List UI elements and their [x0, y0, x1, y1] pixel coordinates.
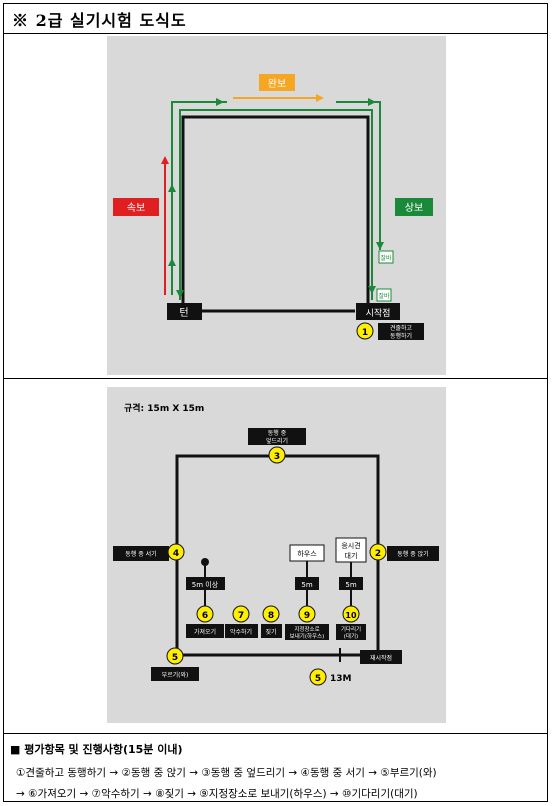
- divider-title: [3, 33, 548, 34]
- sangbo-box: [395, 198, 433, 216]
- step-5b-circle: [309, 668, 327, 686]
- step-1-number: 1: [362, 328, 368, 338]
- step-8-number: 8: [268, 611, 274, 621]
- step-3-number: 3: [274, 452, 280, 462]
- jalba-box-2: [376, 288, 392, 302]
- restart-label: 재시작점: [370, 654, 392, 662]
- label-9-1: 지정장소로: [294, 625, 319, 633]
- step-6-number: 6: [202, 611, 208, 621]
- turn-box: [167, 303, 202, 320]
- jalba-box-1: [378, 250, 394, 264]
- dist-5m-a-box: [295, 577, 319, 590]
- dist-13m: 13M: [330, 674, 352, 684]
- top-label-1: 동행 중: [268, 429, 287, 437]
- page-title: ※ 2급 실기시험 도식도: [12, 11, 187, 30]
- spec-label: 규격: 15m X 15m: [124, 402, 204, 414]
- restart-box: [360, 650, 402, 664]
- step-10-circle: [342, 605, 360, 623]
- step-5-circle: [166, 647, 184, 665]
- step-9-number: 9: [304, 611, 310, 621]
- top-label-box: [248, 428, 306, 445]
- label-10-box: [336, 624, 366, 640]
- sokbo-box: [113, 198, 159, 216]
- dist-5m-plus-box: [186, 577, 225, 590]
- step-1-box: [378, 323, 424, 340]
- left-label: 동행 중 서기: [125, 550, 156, 558]
- step-1-text-1: 견줄하고: [390, 324, 413, 332]
- house-label: 하우스: [297, 549, 317, 558]
- step-1-circle: [356, 322, 374, 340]
- step-4-number: 4: [173, 549, 179, 559]
- right-label-box: [387, 546, 439, 561]
- wait-label-1: 응시견: [341, 541, 360, 550]
- top-label-2: 엎드리기: [266, 437, 288, 445]
- step-6-circle: [196, 605, 214, 623]
- step-7-circle: [232, 605, 250, 623]
- step-2-circle: [369, 543, 387, 561]
- step-8-circle: [262, 605, 280, 623]
- call-label: 부르기(와): [162, 671, 189, 679]
- call-label-box: [151, 667, 199, 681]
- evaluation-heading: ■ 평가항목 및 진행사항(15분 이내): [10, 743, 183, 756]
- step-2-number: 2: [375, 549, 381, 559]
- label-6: 가져오기: [194, 628, 216, 636]
- dist-5m-b-box: [339, 577, 363, 590]
- label-10-2: (대기): [344, 632, 358, 640]
- start-box: [356, 303, 400, 320]
- course-path-1: [181, 115, 370, 305]
- dist-5m-a: 5m: [301, 581, 312, 589]
- step-1-text-2: 동행하기: [390, 332, 412, 340]
- dist-5m-b: 5m: [345, 581, 356, 589]
- step-3-circle: [268, 446, 286, 464]
- wait-box: [335, 537, 367, 563]
- sokbo-label: 속보: [127, 202, 145, 214]
- wanbo-label: 완보: [268, 78, 286, 90]
- wait-label-2: 대기: [345, 551, 358, 560]
- evaluation-line-2: → ⑥가져오기 → ⑦악수하기 → ⑧짖기 → ⑨지정장소로 보내기(하우스) …: [16, 788, 418, 800]
- step-5-number: 5: [172, 653, 178, 663]
- green-line-inner: [179, 109, 373, 300]
- step-4-circle: [167, 543, 185, 561]
- step-7-number: 7: [238, 611, 244, 621]
- label-8: 짖기: [265, 628, 276, 636]
- label-8-box: [261, 624, 282, 638]
- step-10-number: 10: [345, 611, 357, 620]
- sangbo-label: 상보: [405, 202, 423, 214]
- evaluation-line-1: ①견줄하고 동행하기 → ②동행 중 앉기 → ③동행 중 엎드리기 → ④동행…: [16, 767, 437, 779]
- start-label: 시작점: [366, 307, 391, 319]
- label-10-1: 기다리기: [341, 625, 361, 633]
- turn-label: 턴: [179, 307, 188, 319]
- label-7: 악수하기: [230, 628, 252, 636]
- jalba-label-2: 잘바: [378, 292, 390, 300]
- wanbo-box: [259, 74, 295, 91]
- label-6-box: [186, 624, 224, 638]
- label-7-box: [225, 624, 258, 638]
- dist-5m-plus: 5m 이상: [192, 580, 219, 589]
- jalba-label-1: 잘바: [380, 254, 392, 262]
- step-9-circle: [298, 605, 316, 623]
- divider-middle: [3, 378, 548, 379]
- divider-bottom: [3, 733, 548, 734]
- left-label-box: [113, 546, 169, 561]
- label-9-box: [285, 624, 329, 640]
- outer-frame: [3, 3, 548, 802]
- step-5b-number: 5: [315, 674, 321, 684]
- label-9-2: 보내기(하우스): [290, 632, 325, 640]
- right-label: 동행 중 앉기: [397, 550, 428, 558]
